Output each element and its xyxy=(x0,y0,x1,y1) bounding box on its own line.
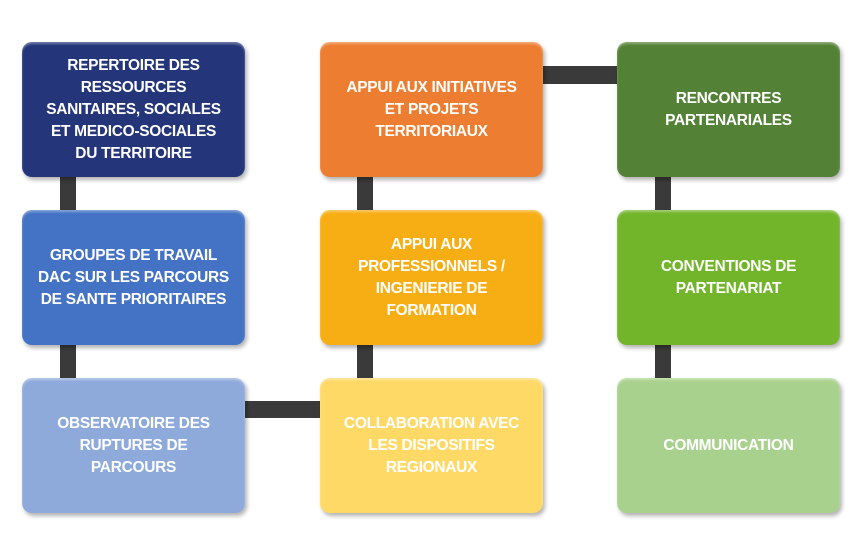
box-conventions: CONVENTIONS DE PARTENARIAT xyxy=(617,210,840,345)
connector xyxy=(357,343,373,383)
connector xyxy=(243,401,323,418)
connector xyxy=(655,175,671,215)
box-communication: COMMUNICATION xyxy=(617,378,840,513)
box-groupes-travail: GROUPES DE TRAVAIL DAC SUR LES PARCOURS … xyxy=(22,210,245,345)
box-appui-initiatives: APPUI AUX INITIATIVES ET PROJETS TERRITO… xyxy=(320,42,543,177)
box-collaboration: COLLABORATION AVEC LES DISPOSITIFS REGIO… xyxy=(320,378,543,513)
box-rencontres: RENCONTRES PARTENARIALES xyxy=(617,42,840,177)
connector xyxy=(541,66,621,84)
box-repertoire: REPERTOIRE DES RESSOURCES SANITAIRES, SO… xyxy=(22,42,245,177)
connector xyxy=(655,343,671,383)
box-appui-professionnels: APPUI AUX PROFESSIONNELS / INGENIERIE DE… xyxy=(320,210,543,345)
connector xyxy=(357,175,373,215)
box-observatoire: OBSERVATOIRE DES RUPTURES DE PARCOURS xyxy=(22,378,245,513)
connector xyxy=(60,343,76,383)
connector xyxy=(60,175,76,215)
